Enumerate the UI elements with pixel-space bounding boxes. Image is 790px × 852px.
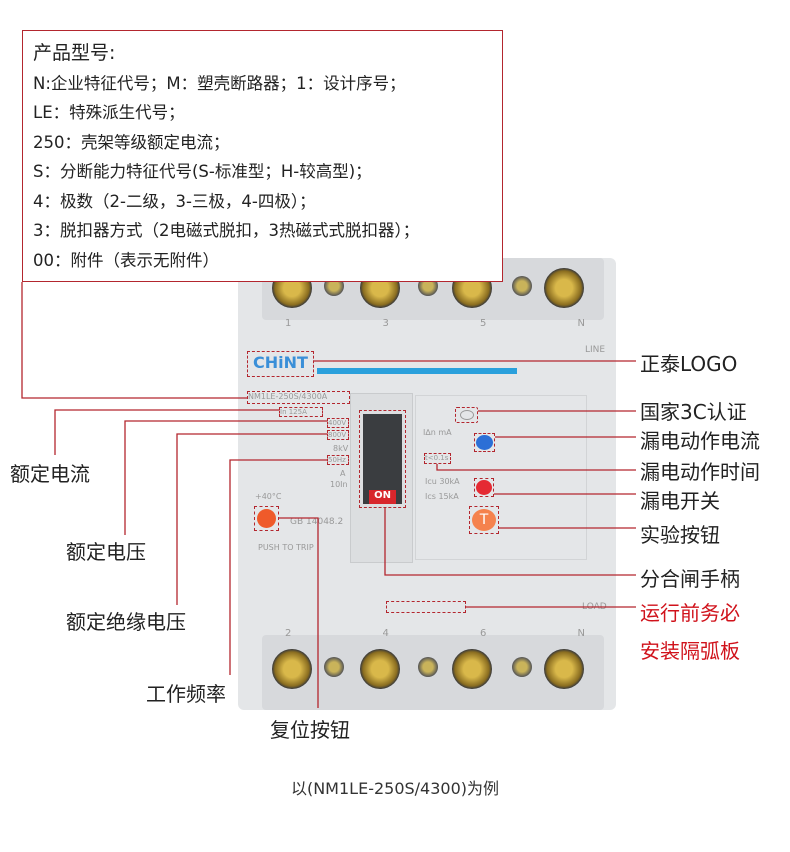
legend-line: 3：脱扣器方式（2电磁式脱扣，3热磁式式脱扣器）； (33, 221, 420, 240)
test-button-label: T (472, 509, 496, 531)
arc-barrier-notice (386, 601, 466, 613)
legend-title: 产品型号: (33, 42, 116, 64)
label-leak-time: 漏电动作时间 (640, 460, 760, 484)
on-off-handle[interactable]: ON (359, 410, 406, 508)
caption: 以(NM1LE-250S/4300)为例 (290, 779, 500, 798)
circuit-breaker (238, 258, 616, 710)
label-rated-current: 额定电流 (10, 462, 90, 486)
rated-current: In 125A (279, 407, 323, 417)
pole-number: N (577, 628, 585, 639)
legend-line: LE：特殊派生代号； (33, 103, 185, 122)
pole-number: 5 (480, 318, 487, 329)
pole-number: 1 (285, 318, 292, 329)
label-insulation-voltage: 额定绝缘电压 (66, 610, 186, 634)
frequency: 50Hz (327, 455, 349, 465)
insulation-voltage: 800V (327, 430, 349, 440)
label-handle: 分合闸手柄 (640, 567, 740, 591)
legend-line: 00：附件（表示无附件） (33, 250, 219, 270)
model-code-legend: 产品型号: N:企业特征代号；M：塑壳断路器；1：设计序号； LE：特殊派生代号… (22, 30, 503, 282)
test-button[interactable]: T (469, 506, 499, 534)
pole-number: 2 (285, 628, 292, 639)
leakage-module (415, 395, 587, 560)
label-reset-button: 复位按钮 (270, 718, 350, 742)
legend-line: N:企业特征代号；M：塑壳断路器；1：设计序号； (33, 73, 406, 93)
label-logo: 正泰LOGO (640, 352, 738, 376)
warning-line-1: 运行前务必 (640, 601, 740, 625)
bottom-terminals (262, 635, 604, 710)
pole-number: N (577, 318, 585, 329)
top-pole-numbers: 1 3 5 N (285, 318, 585, 329)
ics-rating: Ics 15kA (425, 492, 459, 501)
leakage-switch[interactable] (474, 478, 494, 497)
label-test-button: 实验按钮 (640, 523, 720, 547)
pole-number: 3 (382, 318, 389, 329)
label-frequency: 工作频率 (146, 682, 226, 706)
pole-number: 6 (480, 628, 487, 639)
ccc-mark-icon (455, 407, 478, 423)
standard-number: GB 14048.2 (290, 517, 344, 527)
model-number: NM1LE-250S/4300A (247, 391, 350, 404)
legend-line: 250：壳架等级额定电流； (33, 132, 230, 152)
label-leak-current: 漏电动作电流 (640, 429, 760, 453)
leakage-current-knob[interactable] (474, 433, 495, 452)
leakage-time: t<0.1s (424, 453, 451, 464)
on-indicator: ON (369, 490, 396, 504)
chint-logo: CHiNT (247, 351, 314, 377)
warning-line-2: 安装隔弧板 (640, 639, 740, 663)
icu-rating: Icu 30kA (425, 477, 460, 486)
temperature: +40°C (255, 492, 282, 501)
leakage-current-label: I∆n mA (423, 428, 452, 437)
label-rated-voltage: 额定电压 (66, 540, 146, 564)
logo-stripe (317, 368, 517, 374)
pole-number: 4 (382, 628, 389, 639)
legend-line: S：分断能力特征代号(S-标准型；H-较高型)； (33, 162, 372, 181)
category: A (340, 469, 346, 478)
label-leak-switch: 漏电开关 (640, 489, 720, 513)
reset-button[interactable] (254, 506, 279, 531)
impulse-voltage: 8kV (333, 444, 349, 453)
line-label: LINE (585, 345, 606, 355)
legend-line: 4：极数（2-二级，3-三极，4-四极）； (33, 191, 316, 211)
push-to-trip-label: PUSH TO TRIP (258, 543, 314, 552)
rated-voltage: 400V (327, 418, 349, 428)
instantaneous-current: 10In (330, 480, 348, 489)
label-3c: 国家3C认证 (640, 400, 747, 424)
bottom-pole-numbers: 2 4 6 N (285, 628, 585, 639)
